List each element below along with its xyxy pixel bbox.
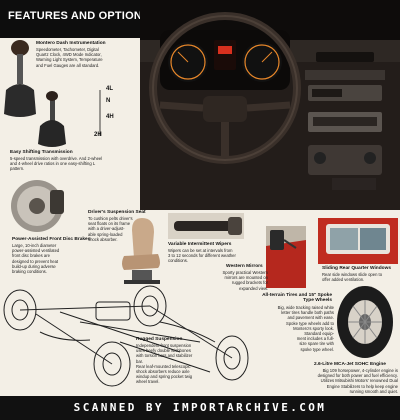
shift-pattern-lines [99, 90, 101, 136]
text-line: Rear leaf-mounted telescopic [136, 363, 191, 369]
text-line: Independent front suspension [136, 343, 192, 348]
text-line: Wipers can be set at intervals from [168, 248, 233, 253]
text-line: pattern. [10, 166, 25, 172]
text-line: running smooth and quiet. [349, 388, 398, 394]
text-line: bar. [136, 358, 143, 364]
text-line: offer added ventilation. [322, 277, 365, 283]
feature-text-brakes: Large, 10-inch diameter power-assisted v… [12, 243, 82, 274]
feature-text-wipers: Wipers can be set at intervals from 3 to… [168, 248, 268, 264]
text-line: Large, 10-inch diameter [12, 243, 57, 248]
text-line: shock absorbers reduce axle [136, 369, 190, 375]
feature-title-transmission: Easy Shifting Transmission [10, 150, 73, 155]
text-line: 5-speed transmission with overdrive. And… [10, 156, 103, 161]
text-line: shock absorber. [88, 236, 118, 242]
text-line: To cushion pelts driver's [88, 216, 133, 221]
shift-pattern-diagram: 4L N 4H 2H [92, 80, 122, 150]
feature-title-suspension: Rugged Suspension [136, 337, 183, 342]
gear-label: 4L [106, 86, 114, 92]
text-line: designed to prevent heat [12, 258, 59, 264]
gear-label: 4H [106, 114, 114, 120]
text-line: Spoke type wheels add to [286, 320, 334, 326]
feature-text-suspension: Independent front suspension uses beefy … [136, 343, 226, 385]
feature-title-driver-seat: Driver's Suspension Seat [88, 210, 146, 215]
text-line: Engine Stabilizers to help keep engine [326, 383, 398, 389]
feature-title-mirrors: Western Mirrors [226, 264, 263, 269]
text-line: Quartz Clock, 4WD Mode Indicator, [36, 52, 102, 58]
feature-title-windows: Sliding Rear Quarter Windows [322, 266, 391, 271]
feature-title-tires: All-terrain Tires and 15" Spoke Type Whe… [262, 293, 332, 303]
text-line: uses beefy double wishbones [136, 348, 191, 354]
page-title: FEATURES AND OPTIONS. [8, 10, 153, 22]
text-line: front disc brakes are [12, 253, 50, 259]
text-line: with torsion bars and stabilizer [136, 353, 193, 359]
text-line: and pavement with ease. [287, 315, 334, 321]
feature-text-transmission: 5-speed transmission with overdrive. And… [10, 156, 135, 172]
feature-title-engine: 2.6-Litre MCA-Jet SOHC Engine [314, 362, 386, 367]
dashboard-photo [140, 0, 400, 210]
sliding-window-photo [318, 218, 398, 264]
feature-title-wipers: Variable Intermittent Wipers [168, 242, 232, 247]
text-line: braking conditions. [12, 269, 47, 275]
feature-text-instrumentation: Speedometer, Tachometer, Digital Quartz … [36, 47, 136, 68]
feature-text-mirrors: Sporty practical Western mirrors are mou… [212, 270, 268, 291]
text-line: conditions. [168, 258, 189, 264]
text-line: Utilizes Mitsubishi Motors' renowned Dua… [320, 378, 398, 384]
text-line: Montero's sporty look. [293, 325, 334, 331]
text-line: Rear side windows slide open to [322, 272, 383, 277]
gear-label: N [106, 98, 111, 104]
gear-label: 2H [94, 132, 102, 138]
text-line: letter tires handle both paths [281, 310, 334, 316]
feature-text-driver-seat: To cushion pelts driver's seat floats on… [88, 216, 144, 242]
gear-shifter-photo [4, 40, 66, 147]
feature-text-tires: Big, wide tracking raised white letter t… [252, 305, 334, 352]
text-line: Big 109 horsepower, 4-cylinder engine is [322, 368, 398, 373]
text-line: build-up during adverse [12, 263, 56, 269]
text-line: Big, wide tracking raised white [277, 305, 334, 310]
feature-title-instrumentation: Montero Dash Instrumentation [36, 41, 106, 46]
tire-wheel-photo [337, 286, 393, 358]
text-line: Warning Light System, Temperature [36, 57, 103, 63]
text-line: and Fuel Gauges are all standard. [36, 62, 100, 68]
text-line: with a driver-adjust- [88, 226, 125, 232]
text-line: and 4-wheel drive ratios in one easy-shi… [10, 161, 96, 167]
scan-watermark: SCANNED BY IMPORTARCHIVE.COM [73, 401, 327, 414]
western-mirror-photo [266, 226, 306, 288]
text-line: 3 to 12 seconds for different weather [168, 253, 236, 259]
text-line: ment includes a full- [296, 336, 334, 342]
text-line: size spare tire with [299, 341, 334, 347]
text-line: spoke type wheel. [300, 346, 334, 352]
text-line: Standard equip- [304, 331, 334, 337]
header-bar [0, 0, 140, 38]
dashboard-illustration [140, 0, 400, 210]
driver-seat-photo [122, 218, 160, 284]
wiper-control-photo [168, 213, 244, 239]
text-line: seat floats on its frame [88, 221, 131, 227]
disc-brake-photo [11, 180, 64, 232]
text-line: Speedometer, Tachometer, Digital [36, 47, 99, 52]
feature-text-windows: Rear side windows slide open to offer ad… [322, 272, 398, 282]
text-line: able spring-loaded [88, 231, 123, 237]
chassis-suspension-drawing [3, 285, 249, 387]
text-line: wheel travel. [136, 379, 160, 385]
text-line: designed for both power and fuel efficie… [317, 373, 398, 379]
text-line: mirrors are mounted on [224, 275, 268, 281]
text-line: windup and spring pocket twig [136, 374, 193, 380]
footer-bar [0, 396, 400, 420]
text-line: Sporty practical Western [222, 270, 268, 275]
text-line: power-assisted ventilated [12, 248, 60, 254]
feature-title-brakes: Power-Assisted Front Disc Brakes [12, 237, 91, 242]
text-line: expanded view. [239, 285, 268, 291]
feature-text-engine: Big 109 horsepower, 4-cylinder engine is… [280, 368, 398, 394]
text-line: rugged brackets for [231, 280, 268, 286]
